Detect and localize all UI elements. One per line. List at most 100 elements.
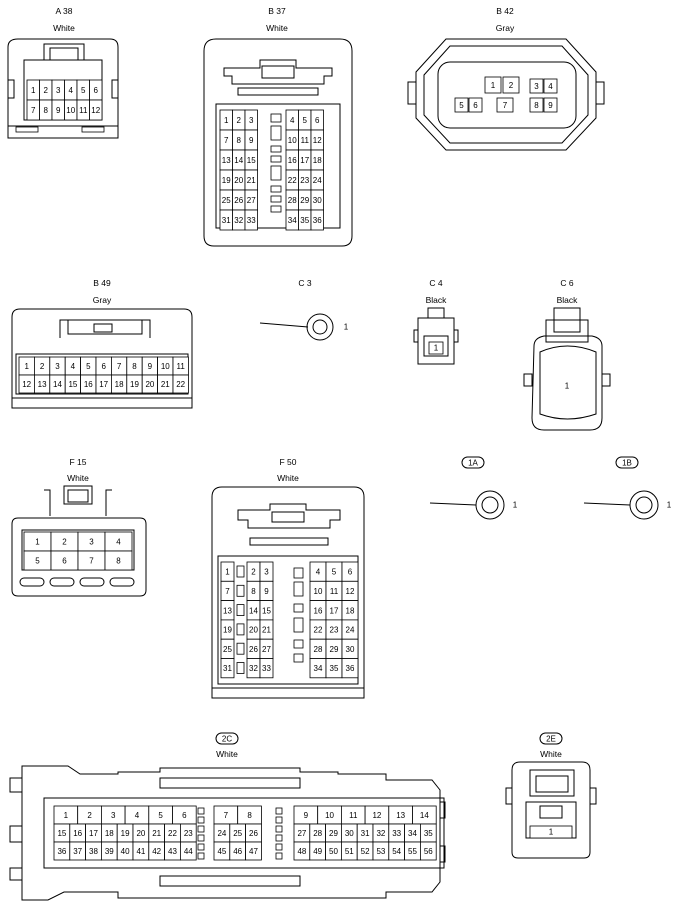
pin-11: 11 — [330, 587, 339, 596]
pin-34: 34 — [408, 829, 417, 838]
pin-1: 1 — [225, 568, 230, 577]
pin-27: 27 — [262, 645, 271, 654]
pin-8: 8 — [237, 136, 242, 145]
latch-slot — [79, 577, 105, 587]
cavity-slot — [236, 604, 245, 616]
connector-2e-color: White — [540, 749, 562, 759]
cavity-slot — [293, 581, 304, 597]
pin-5: 5 — [303, 116, 308, 125]
connector-2c-housing — [21, 765, 441, 901]
pin-25: 25 — [222, 196, 231, 205]
pin-13: 13 — [396, 811, 405, 820]
pin-32: 32 — [234, 216, 243, 225]
pin-16: 16 — [314, 606, 323, 615]
pin-6: 6 — [94, 86, 99, 95]
pin-18: 18 — [105, 829, 114, 838]
pin-2: 2 — [509, 81, 514, 90]
ground-point-1b-code: 1B — [622, 459, 632, 468]
pin-8-cell — [104, 550, 133, 571]
connector-b49-code: B 49 — [93, 278, 111, 288]
pin-41: 41 — [136, 847, 145, 856]
pin-31: 31 — [223, 664, 232, 673]
pin-13: 13 — [38, 380, 47, 389]
pin-4: 4 — [290, 116, 295, 125]
pin-28: 28 — [314, 645, 323, 654]
pin-27: 27 — [297, 829, 306, 838]
pin-11: 11 — [177, 362, 186, 371]
pin-50: 50 — [329, 847, 338, 856]
pin-26: 26 — [249, 829, 258, 838]
pin-51: 51 — [345, 847, 354, 856]
pin-25: 25 — [233, 829, 242, 838]
pin-29: 29 — [300, 196, 309, 205]
pin-3: 3 — [249, 116, 254, 125]
pin-39: 39 — [105, 847, 114, 856]
pin-27: 27 — [247, 196, 256, 205]
ground-point-1a: 1A 1 — [429, 456, 518, 520]
pin-4: 4 — [548, 82, 553, 91]
ground-point-1a-badge — [461, 456, 485, 469]
latch-slot — [19, 577, 45, 587]
pin-16: 16 — [288, 156, 297, 165]
ground-terminal-ring — [629, 490, 659, 520]
pin-10: 10 — [288, 136, 297, 145]
connector-c4-housing — [417, 317, 455, 365]
pin-6: 6 — [473, 101, 478, 110]
pin-8: 8 — [247, 811, 252, 820]
pin-4-cell — [543, 78, 558, 94]
pin-14: 14 — [420, 811, 429, 820]
connector-2e-code: 2E — [546, 735, 556, 744]
connector-c4-color: Black — [426, 295, 448, 305]
connector-c6-color: Black — [557, 295, 579, 305]
pin-2: 2 — [44, 86, 49, 95]
pin-17: 17 — [99, 380, 108, 389]
pin-2: 2 — [40, 362, 45, 371]
pin-8: 8 — [251, 587, 256, 596]
pin-15: 15 — [57, 829, 66, 838]
cavity-slot — [197, 834, 205, 842]
pin-35: 35 — [330, 664, 339, 673]
pin-7-cell — [496, 97, 514, 113]
connector-f50-code: F 50 — [279, 457, 296, 467]
cavity-slot — [293, 617, 304, 633]
connector-c3: C 3 1 — [259, 278, 349, 341]
pin-16: 16 — [84, 380, 93, 389]
pin-56-cell — [419, 841, 437, 861]
connector-b37-color: White — [266, 23, 288, 33]
pin-46: 46 — [233, 847, 242, 856]
pin-5-cell — [454, 97, 469, 113]
cavity-slot — [270, 113, 282, 123]
cavity-slot — [270, 205, 282, 213]
cavity-slot — [270, 145, 282, 153]
pin-19: 19 — [223, 626, 232, 635]
pin-1-cell — [484, 76, 502, 94]
pin-19: 19 — [121, 829, 130, 838]
pin-38: 38 — [89, 847, 98, 856]
ground-point-1a-pin: 1 — [513, 501, 518, 510]
pin-9: 9 — [148, 362, 153, 371]
pin-31: 31 — [222, 216, 231, 225]
pin-23: 23 — [300, 176, 309, 185]
pin-15: 15 — [262, 606, 271, 615]
pin-4: 4 — [116, 538, 121, 547]
pin-33: 33 — [392, 829, 401, 838]
pin-17: 17 — [330, 606, 339, 615]
pin-7: 7 — [225, 587, 230, 596]
pin-3: 3 — [534, 82, 539, 91]
cavity-slot — [197, 825, 205, 833]
pin-35: 35 — [424, 829, 433, 838]
pin-21: 21 — [152, 829, 161, 838]
connector-c6-pin: 1 — [565, 382, 570, 391]
pin-5: 5 — [81, 86, 86, 95]
ground-point-1b: 1B 1 — [583, 456, 672, 520]
pin-32: 32 — [376, 829, 385, 838]
pin-24: 24 — [346, 626, 355, 635]
pin-15: 15 — [68, 380, 77, 389]
pin-47-cell — [245, 841, 262, 861]
cavity-slot — [270, 165, 282, 181]
